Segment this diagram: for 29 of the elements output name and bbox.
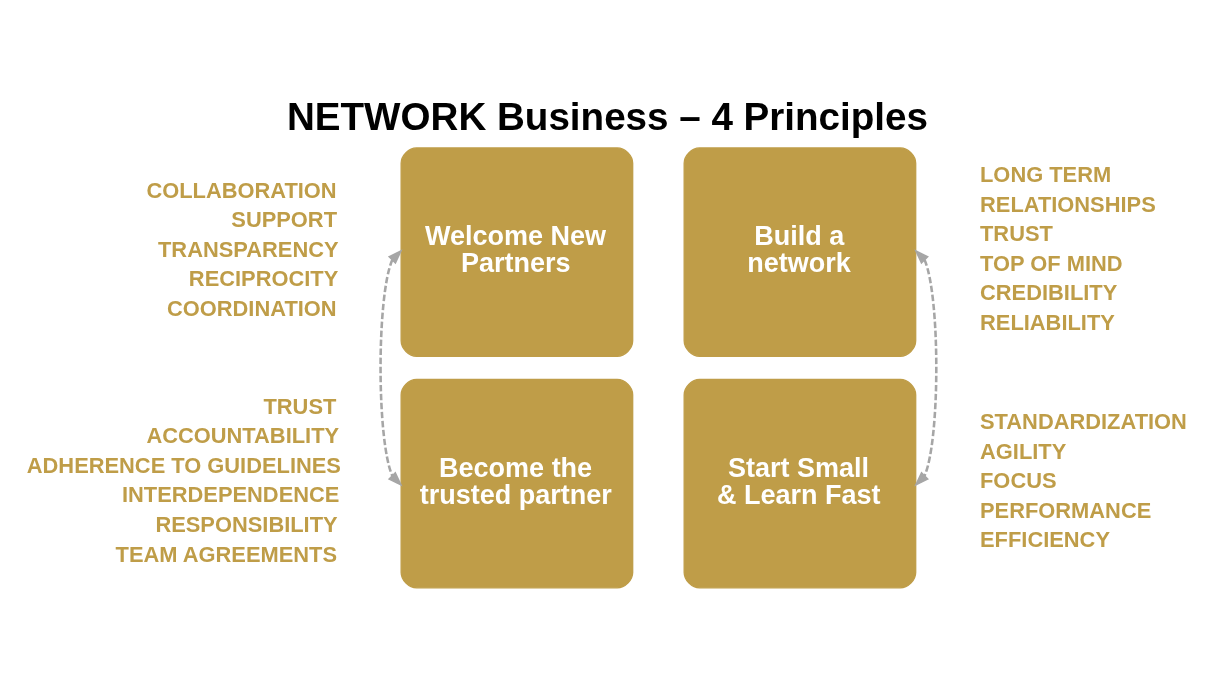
- node-label: ACCOUNTABILITY: [146, 422, 340, 448]
- node-label: RECIPROCITY: [188, 265, 339, 291]
- node-box: Start Small & Learn Fast: [683, 378, 917, 588]
- node-label: LONG TERM: [980, 161, 1112, 187]
- node-label: COORDINATION: [167, 295, 337, 321]
- node-label: COLLABORATION: [146, 177, 337, 203]
- node-label: RESPONSIBILITY: [155, 511, 338, 537]
- node-label: INTERDEPENDENCE: [121, 481, 340, 507]
- node-label: TRUST: [980, 220, 1053, 246]
- node-label: STANDARDIZATION: [980, 408, 1187, 434]
- node-label: TEAM AGREEMENTS: [115, 541, 337, 567]
- node-box: Welcome New Partners: [400, 146, 634, 357]
- node-label: RELIABILITY: [980, 309, 1115, 335]
- node-label: AGILITY: [980, 438, 1067, 464]
- arrow: [914, 248, 938, 486]
- node-label: TRANSPARENCY: [158, 236, 339, 262]
- node-label: TRUST: [263, 393, 337, 419]
- diagram-title: NETWORK Business – 4 Principles: [286, 94, 928, 138]
- arrow: [379, 248, 403, 486]
- node-label: EFFICIENCY: [980, 526, 1110, 552]
- node-box: Build a network: [683, 146, 917, 357]
- node-label: TOP OF MIND: [980, 250, 1123, 276]
- node-label: ADHERENCE TO GUIDELINES: [26, 452, 341, 478]
- node-box: Become the trusted partner: [400, 378, 634, 588]
- node-label: CREDIBILITY: [980, 279, 1118, 305]
- node-label: SUPPORT: [231, 206, 337, 232]
- node-label: PERFORMANCE: [980, 497, 1152, 523]
- node-label: RELATIONSHIPS: [980, 191, 1156, 217]
- node-label: FOCUS: [980, 467, 1057, 493]
